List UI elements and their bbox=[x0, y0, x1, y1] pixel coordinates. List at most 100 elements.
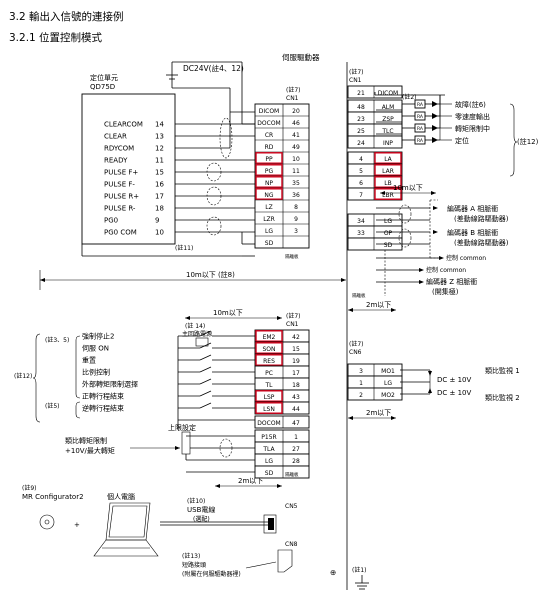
input-signal-label: 強制停止2 bbox=[82, 332, 114, 341]
dist-10m-note8: 10m以下 (註8) bbox=[186, 270, 235, 279]
qd75d-pin-num: 12 bbox=[155, 145, 164, 153]
cn5-label: CN5 bbox=[285, 503, 298, 510]
plus-label: + bbox=[74, 521, 80, 529]
cn1-left-bottom-signal: PC bbox=[265, 370, 273, 377]
cn1-left-top-signal: RD bbox=[265, 144, 274, 151]
cn1-left-bottom-connector: CN1 bbox=[286, 321, 299, 328]
input-signal-label: 逆轉行程結束 bbox=[82, 404, 124, 413]
cn1-right-highlight bbox=[374, 152, 402, 164]
cn1-right-pin: 24 bbox=[357, 140, 365, 147]
upper-limit-label: 上限設定 bbox=[168, 423, 196, 432]
encoder-z-phase: 編碼器 Z 相脈衝 bbox=[426, 277, 477, 286]
cn1-right-signal: SD bbox=[384, 242, 393, 249]
cn6-connector: CN6 bbox=[349, 349, 362, 356]
cn1-left-bottom-row bbox=[254, 453, 310, 467]
cn1-right-signal: OP bbox=[384, 230, 393, 237]
cn1-left-bottom-signal: EM2 bbox=[263, 334, 276, 341]
cn1-left-top-pin: 9 bbox=[294, 216, 298, 223]
qd75d-pin-num: 18 bbox=[155, 205, 164, 213]
cn1-left-top-pin: 10 bbox=[292, 156, 300, 163]
cn1-right-pin: 4 bbox=[359, 156, 363, 163]
encoder-dist: 10m以下 bbox=[393, 184, 423, 192]
encoder-b-phase: 編碼器 B 相脈衝 bbox=[447, 228, 498, 237]
cn1-left-top-highlight bbox=[255, 164, 283, 176]
cn1-right-signal: LAR bbox=[382, 168, 394, 175]
cn1-right-pin: 7 bbox=[359, 192, 363, 199]
cn1-left-bottom-signal: TL bbox=[264, 382, 273, 389]
cn6-dist: 2m以下 bbox=[366, 409, 391, 417]
cn1-left-bottom-signal: DOCOM bbox=[257, 420, 280, 427]
qd75d-cn1-wiring: (註11) 10m以下 (註8) bbox=[39, 112, 346, 290]
cn1-left-bottom-pin: 44 bbox=[292, 406, 300, 413]
main-circuit-relay-icon bbox=[195, 337, 209, 347]
cn1-right-note: (註7) bbox=[349, 68, 364, 76]
output-signal-label: 故障(註6) bbox=[455, 100, 486, 109]
mr-configurator-label: MR Configurator2 bbox=[22, 493, 84, 501]
qd75d-pin-num: 17 bbox=[155, 193, 164, 201]
cn1-left-bottom-pin: 42 bbox=[292, 334, 300, 341]
input-signal-label: 伺服 ON bbox=[82, 344, 109, 353]
cn1-right-signal: LA bbox=[384, 156, 392, 163]
diode-icon bbox=[432, 113, 438, 119]
cn1-left-bottom-signal: SON bbox=[262, 346, 275, 353]
servo-driver-frame: 伺服驅動器 bbox=[282, 52, 348, 590]
cn6-note: (註7) bbox=[349, 340, 364, 348]
cn1-left-top-pin: 20 bbox=[292, 108, 300, 115]
cn1-left-bottom-row bbox=[254, 415, 310, 429]
cn8-label: CN8 bbox=[285, 541, 298, 548]
cn1-right-signal: ALM bbox=[382, 104, 395, 111]
relay-label: RA bbox=[417, 102, 424, 108]
cn1-right-pin: 6 bbox=[359, 180, 363, 187]
note2-label: (註2) bbox=[402, 93, 417, 101]
diode-icon bbox=[432, 101, 438, 107]
dc24v-supply: DC24V(註4、12) bbox=[166, 61, 255, 125]
cn1-right-signal: LB bbox=[384, 180, 391, 187]
usb-option-label: (選配) bbox=[193, 515, 210, 523]
cn1-left-top-connector: CN1 bbox=[286, 95, 299, 102]
cn1-right-pin: 23 bbox=[357, 116, 365, 123]
cn1-right-signal: DICOM bbox=[378, 90, 398, 97]
cn1-left-top-pin: 11 bbox=[292, 168, 300, 175]
cn6-signal: LG bbox=[384, 380, 392, 387]
cn1-right-signal: INP bbox=[383, 140, 393, 147]
inputs-note12: (註12) bbox=[14, 372, 32, 380]
cn1-left-top-pin: 36 bbox=[292, 192, 300, 199]
cn1-left-bottom-pin: 18 bbox=[292, 382, 300, 389]
cn1-right-signal: ZSP bbox=[382, 116, 394, 123]
cn1-left-bottom-row bbox=[254, 365, 310, 379]
qd75d-pin-name: PULSE F+ bbox=[104, 169, 138, 177]
cn1-left-bottom-note: (註7) bbox=[286, 312, 301, 320]
cn1-left-bottom-pin: 43 bbox=[292, 394, 300, 401]
cn1-left-bottom-highlight bbox=[255, 342, 283, 354]
cn1-right-pin: 33 bbox=[357, 230, 365, 237]
encoder-a-phase-sub: (差動線路驅動器) bbox=[454, 214, 509, 223]
switch-contact-icon bbox=[199, 378, 212, 385]
cn1-left-top-pin: 41 bbox=[292, 132, 300, 139]
cn6-monitor-1: 類比監視 1 bbox=[485, 366, 520, 375]
relay-label: RA bbox=[417, 126, 424, 132]
output-signal-label: 零速度輸出 bbox=[455, 112, 490, 121]
cn1-left-top-pin: 46 bbox=[292, 120, 300, 127]
cn1-right-pin: 25 bbox=[357, 128, 365, 135]
pc-label: 個人電腦 bbox=[107, 492, 135, 501]
analog-dist: 2m以下 bbox=[238, 477, 263, 485]
cn6-monitor-2: 類比監視 2 bbox=[485, 393, 520, 402]
cn1-right-signal: LG bbox=[384, 218, 392, 225]
qd75d-pin-num: 15 bbox=[155, 169, 164, 177]
qd75d-pin-num: 9 bbox=[155, 217, 159, 225]
note11-label: (註11) bbox=[175, 244, 193, 252]
cn6-dc-1: DC ± 10V bbox=[437, 376, 472, 384]
switch-contact-icon bbox=[199, 402, 212, 409]
cn1-left-top-signal: NG bbox=[264, 192, 273, 199]
cn1-left-top-note: (註7) bbox=[286, 86, 301, 94]
qd75d-pin-name: READY bbox=[104, 157, 128, 165]
main-circuit-label: 主回路電源 bbox=[182, 330, 212, 338]
laptop-icon bbox=[93, 502, 159, 557]
relay-label: RA bbox=[417, 114, 424, 120]
note13-label: (註13) bbox=[182, 552, 200, 560]
cd-disc-icon bbox=[39, 514, 55, 530]
analog-torque-limit: 上限設定 類比轉矩限制 +10V/最大轉矩 2m以下 bbox=[65, 423, 282, 488]
